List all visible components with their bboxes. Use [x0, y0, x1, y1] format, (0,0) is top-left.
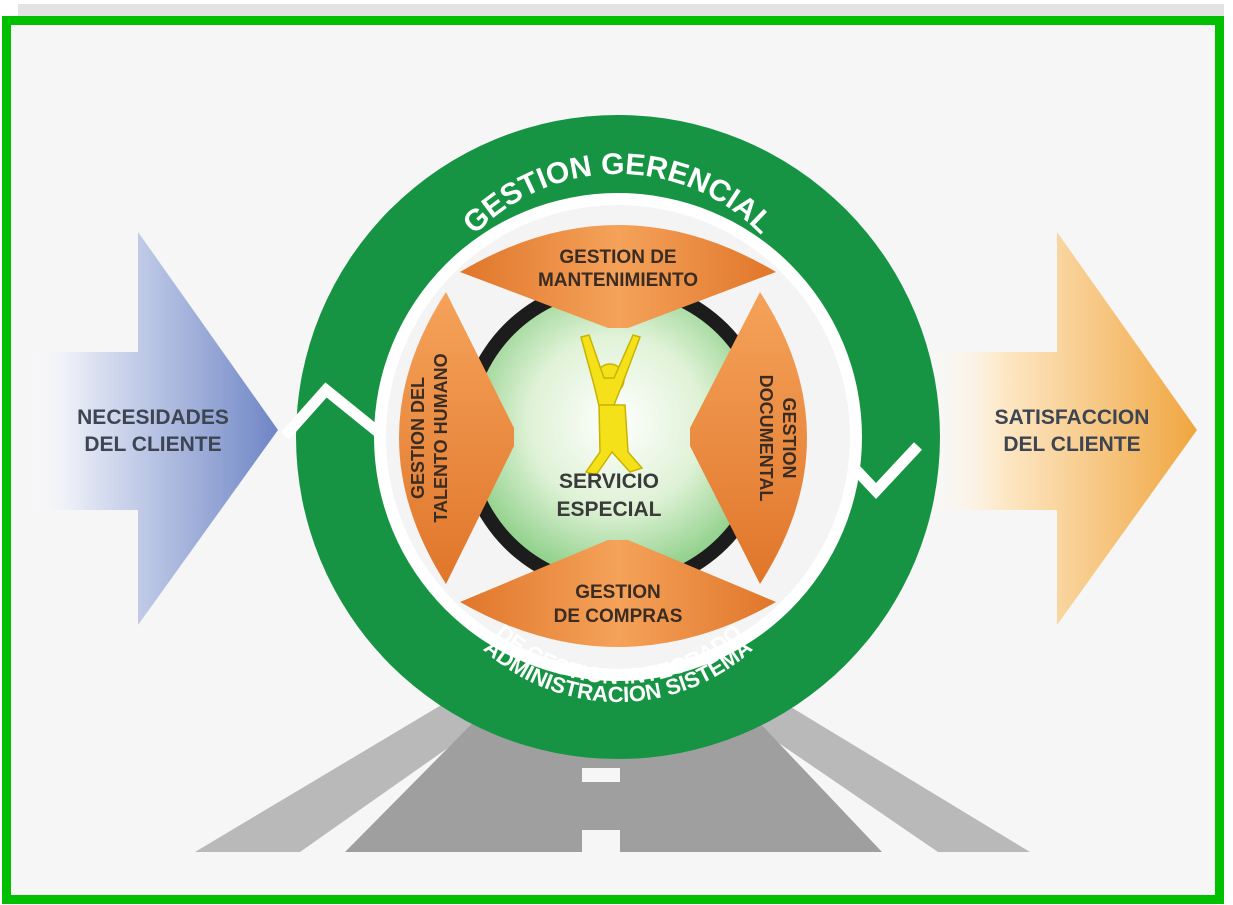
- center-label-line1: SERVICIO: [559, 470, 659, 493]
- customer-needs-line2: DEL CLIENTE: [84, 433, 221, 456]
- segment-documentation-line1: GESTION: [779, 397, 799, 478]
- segment-documentation: GESTION DOCUMENTAL: [690, 292, 807, 584]
- road-lane-mark: [582, 768, 620, 782]
- segment-purchasing: GESTION DE COMPRAS: [460, 540, 776, 647]
- road-lane-mark: [582, 830, 620, 852]
- green-frame: [2, 16, 1224, 904]
- segment-human-talent: GESTION DEL TALENTO HUMANO: [399, 292, 514, 584]
- customer-needs-line1: NECESIDADES: [77, 406, 229, 429]
- ring-divider: [280, 382, 382, 440]
- segment-purchasing-line1: GESTION: [575, 582, 661, 603]
- person-arms-raised-icon: [580, 334, 644, 476]
- customer-satisfaction-line2: DEL CLIENTE: [1003, 433, 1140, 456]
- segment-maintenance-line2: MANTENIMIENTO: [538, 270, 698, 291]
- customer-satisfaction-arrow: SATISFACCION DEL CLIENTE: [920, 232, 1197, 625]
- customer-needs-arrow: NECESIDADES DEL CLIENTE: [24, 232, 278, 625]
- center-label-line2: ESPECIAL: [556, 498, 661, 521]
- segment-maintenance-line1: GESTION DE: [559, 247, 676, 268]
- segment-human-talent-line2: TALENTO HUMANO: [431, 353, 451, 522]
- segment-human-talent-line1: GESTION DEL: [408, 377, 428, 499]
- segment-maintenance: GESTION DE MANTENIMIENTO: [460, 225, 776, 328]
- customer-satisfaction-line1: SATISFACCION: [995, 406, 1150, 429]
- segment-documentation-line2: DOCUMENTAL: [756, 375, 776, 502]
- segment-purchasing-line2: DE COMPRAS: [554, 606, 683, 627]
